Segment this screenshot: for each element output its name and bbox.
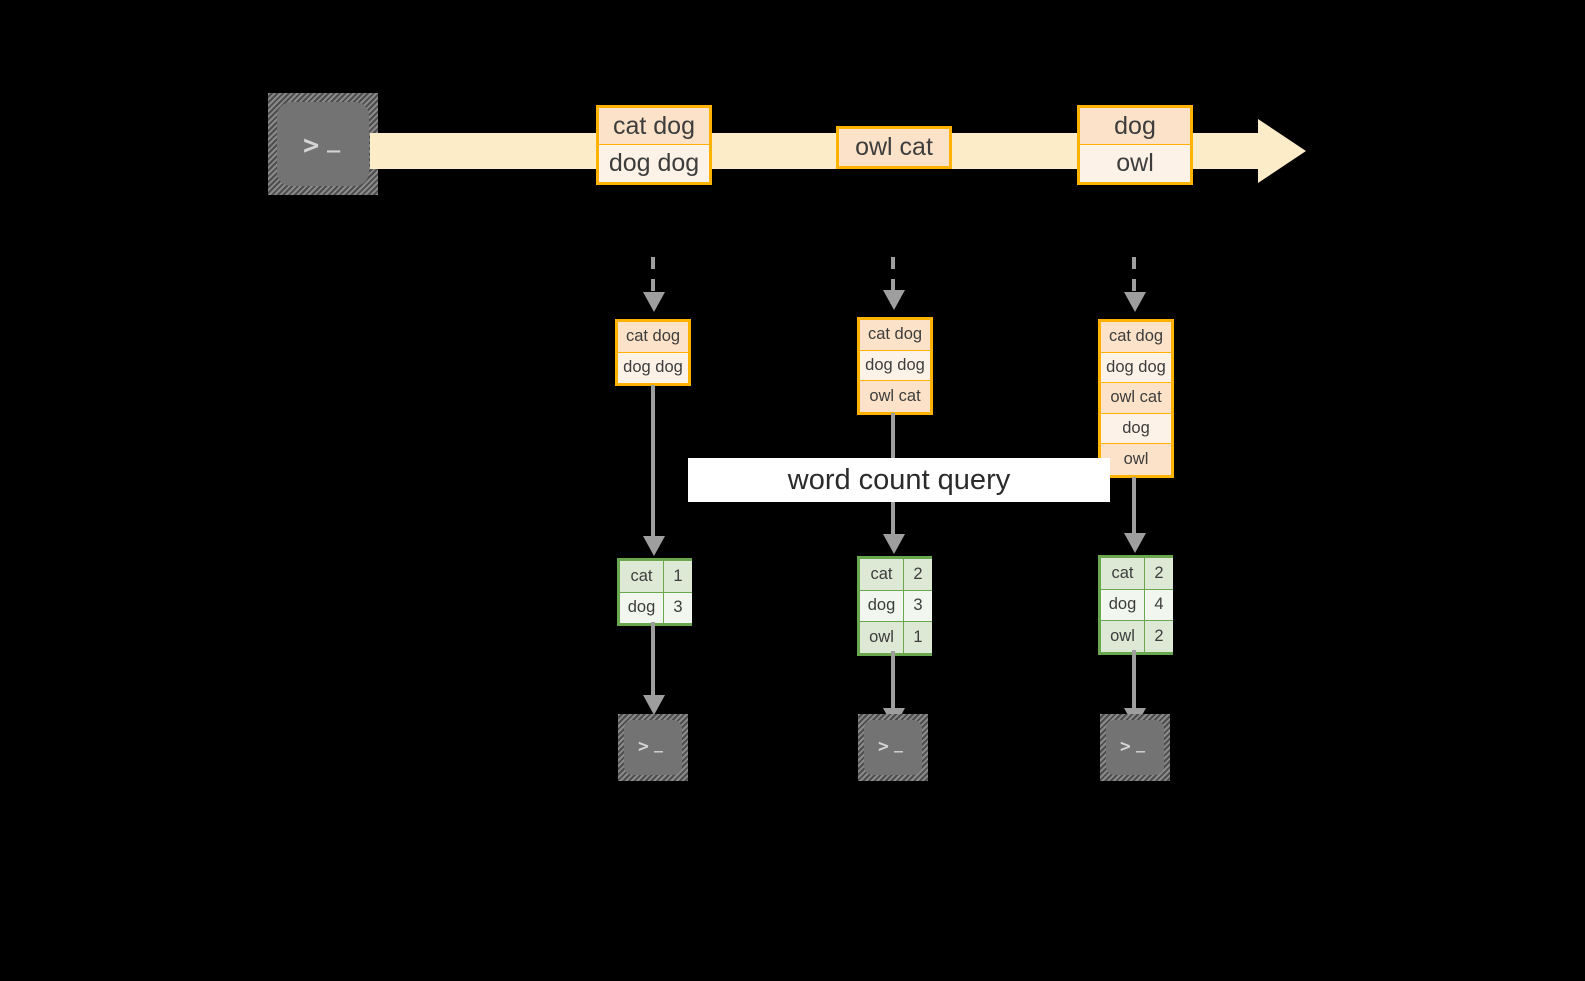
terminal-screen: [1106, 720, 1164, 775]
result-key: owl: [860, 622, 904, 653]
query-banner: word count query: [688, 458, 1110, 502]
column-1-sink-connector: [651, 622, 655, 696]
column-1-query-arrowhead: [643, 536, 665, 556]
column-1-sink-terminal-icon: > _: [618, 714, 688, 781]
terminal-screen: [864, 720, 922, 775]
column-3-sink-terminal-icon: > _: [1100, 714, 1170, 781]
column-2-sink-terminal-icon: > _: [858, 714, 928, 781]
column-1-result-table[interactable]: cat 1 dog 3: [617, 558, 692, 626]
terminal-prompt-glyph: >: [878, 736, 889, 757]
input-record-row: owl cat: [1101, 383, 1171, 414]
stream-record-2[interactable]: owl cat: [836, 126, 952, 169]
terminal-screen: [277, 102, 369, 186]
terminal-prompt-glyph: >: [1120, 736, 1131, 757]
result-row: dog 4: [1101, 589, 1173, 621]
result-row: dog 3: [860, 590, 932, 622]
column-3-result-table[interactable]: cat 2 dog 4 owl 2: [1098, 555, 1173, 655]
result-value: 2: [904, 559, 932, 590]
column-3-query-arrowhead: [1124, 533, 1146, 553]
stream-tap-connector-1: [651, 257, 655, 293]
terminal-prompt-glyph: >: [638, 736, 649, 757]
result-key: owl: [1101, 621, 1145, 652]
result-row: owl 1: [860, 622, 932, 653]
stream-timeline-arrowhead: [1258, 119, 1306, 183]
terminal-screen: [624, 720, 682, 775]
input-record-row: dog dog: [860, 350, 930, 381]
result-value: 1: [664, 561, 692, 592]
column-1-input-records[interactable]: cat dog dog dog: [615, 319, 691, 386]
result-value: 3: [904, 590, 932, 621]
stream-record-line: cat dog: [599, 108, 709, 145]
input-record-row: cat dog: [860, 320, 930, 351]
source-terminal-icon: > _: [268, 93, 378, 195]
stream-tap-connector-2: [891, 257, 895, 291]
result-value: 4: [1145, 589, 1173, 620]
column-2-query-arrowhead: [883, 534, 905, 554]
terminal-cursor-glyph: _: [1136, 735, 1146, 753]
result-row: cat 2: [860, 559, 932, 591]
stream-record-line: dog: [1080, 108, 1190, 145]
result-row: cat 1: [620, 561, 692, 593]
stream-record-line: dog dog: [599, 145, 709, 182]
result-value: 3: [664, 592, 692, 623]
stream-record-line: owl: [1080, 145, 1190, 182]
column-3-sink-connector: [1132, 650, 1136, 709]
result-value: 2: [1145, 558, 1173, 589]
column-3-query-connector: [1132, 477, 1136, 534]
stream-tap-connector-3: [1132, 257, 1136, 293]
stream-tap-arrowhead-1: [643, 292, 665, 312]
input-record-row: owl: [1101, 444, 1171, 475]
input-record-row: dog: [1101, 413, 1171, 444]
result-row: dog 3: [620, 592, 692, 623]
input-record-row: cat dog: [1101, 322, 1171, 353]
result-value: 2: [1145, 621, 1173, 652]
stream-record-line: owl cat: [839, 129, 949, 166]
result-key: cat: [620, 561, 664, 592]
result-row: cat 2: [1101, 558, 1173, 590]
result-key: dog: [620, 592, 664, 623]
input-record-row: dog dog: [618, 352, 688, 383]
input-record-row: owl cat: [860, 381, 930, 412]
column-2-input-records[interactable]: cat dog dog dog owl cat: [857, 317, 933, 415]
input-record-row: cat dog: [618, 322, 688, 353]
result-key: cat: [860, 559, 904, 590]
column-1-sink-arrowhead: [643, 695, 665, 715]
result-key: dog: [1101, 589, 1145, 620]
result-value: 1: [904, 622, 932, 653]
column-2-sink-connector: [891, 651, 895, 709]
column-1-query-connector: [651, 385, 655, 537]
query-label: word count query: [787, 463, 1011, 496]
terminal-cursor-glyph: _: [654, 735, 664, 753]
column-3-input-records[interactable]: cat dog dog dog owl cat dog owl: [1098, 319, 1174, 478]
result-row: owl 2: [1101, 621, 1173, 652]
terminal-prompt-glyph: >: [303, 130, 320, 161]
terminal-cursor-glyph: _: [894, 735, 904, 753]
result-key: dog: [860, 590, 904, 621]
input-record-row: dog dog: [1101, 352, 1171, 383]
stream-tap-arrowhead-3: [1124, 292, 1146, 312]
stream-tap-arrowhead-2: [883, 290, 905, 310]
column-2-result-table[interactable]: cat 2 dog 3 owl 1: [857, 556, 932, 656]
stream-record-3[interactable]: dog owl: [1077, 105, 1193, 185]
terminal-cursor-glyph: _: [327, 128, 341, 153]
stream-record-1[interactable]: cat dog dog dog: [596, 105, 712, 185]
result-key: cat: [1101, 558, 1145, 589]
